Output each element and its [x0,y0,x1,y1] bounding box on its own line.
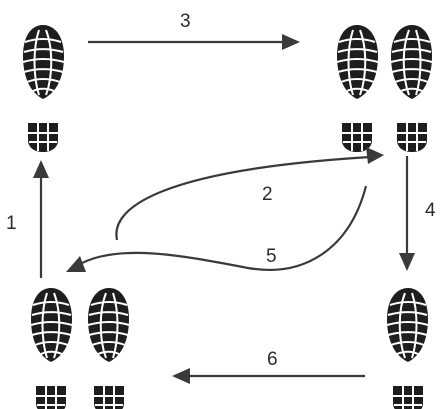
arrow-step-5 [66,185,368,272]
step-label-6: 6 [267,349,278,370]
left-shoe-print [337,25,378,152]
arrow-step-4 [399,156,415,271]
arrow-step-1 [33,160,49,278]
right-shoe-print [387,288,428,409]
footprint-front-right [337,25,432,152]
left-shoe-print [23,25,64,152]
step-label-4: 4 [425,200,436,221]
right-shoe-print [391,25,432,152]
arrow-step-6 [172,368,365,384]
footprint-rear-left [31,288,129,409]
step-label-2: 2 [262,184,273,205]
arrow-step-3 [88,34,300,50]
step-label-5: 5 [266,246,277,267]
left-shoe-print [31,288,72,409]
footprint-rear-right [387,288,428,409]
arrow-step-2 [115,147,384,241]
footprint-start-left [23,25,64,152]
step-label-3: 3 [180,11,191,32]
step-label-1: 1 [6,213,17,234]
right-shoe-print [88,288,129,409]
